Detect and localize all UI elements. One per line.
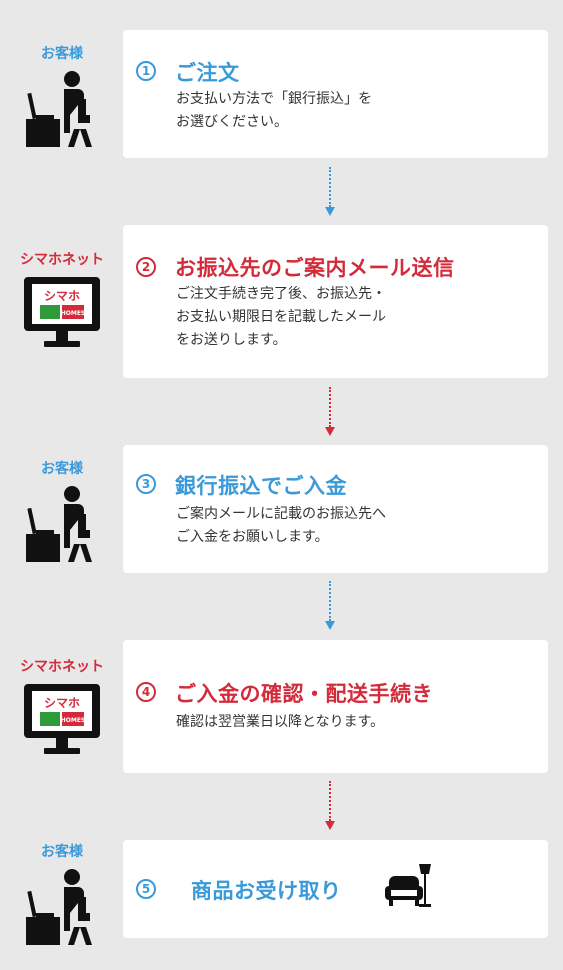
actor-label: シマホネット bbox=[20, 659, 104, 675]
step-number-3: 3 bbox=[136, 474, 156, 494]
desc-line: 確認は翌営業日以降となります。 bbox=[176, 714, 385, 730]
monitor-icon: シマホ HOMES bbox=[24, 277, 100, 347]
armchair-lamp-icon bbox=[385, 864, 431, 907]
step-desc-3: ご案内メールに記載のお振込先へ ご入金をお願いします。 bbox=[176, 503, 386, 549]
desc-line: お支払い期限日を記載したメール bbox=[176, 309, 386, 325]
step-card-3: 3 銀行振込でご入金 ご案内メールに記載のお振込先へ ご入金をお願いします。 bbox=[123, 445, 548, 573]
actor-customer-3: お客様 bbox=[0, 458, 124, 562]
monitor-logo-text: シマホ bbox=[44, 696, 80, 710]
actor-customer-1: お客様 bbox=[0, 43, 124, 147]
step-desc-1: お支払い方法で「銀行振込」を お選びください。 bbox=[176, 88, 372, 134]
step-card-2: 2 お振込先のご案内メール送信 ご注文手続き完了後、お振込先・ お支払い期限日を… bbox=[123, 225, 548, 378]
desc-line: お選びください。 bbox=[176, 114, 288, 130]
step-title-2: お振込先のご案内メール送信 bbox=[175, 256, 455, 280]
actor-shop-4: シマホネット シマホ HOMES bbox=[0, 656, 124, 758]
step-number-1: 1 bbox=[136, 61, 156, 81]
step-title-1: ご注文 bbox=[175, 61, 240, 85]
step-title-4: ご入金の確認・配送手続き bbox=[175, 682, 433, 706]
desc-line: ご案内メールに記載のお振込先へ bbox=[176, 506, 386, 522]
person-at-desk-icon bbox=[26, 869, 92, 945]
step-number-4: 4 bbox=[136, 682, 156, 702]
desc-line: ご注文手続き完了後、お振込先・ bbox=[176, 286, 386, 302]
monitor-icon: シマホ HOMES bbox=[24, 684, 100, 754]
monitor-logo-text: シマホ bbox=[44, 289, 80, 303]
flow-arrow-1 bbox=[324, 167, 336, 216]
step-card-1: 1 ご注文 お支払い方法で「銀行振込」を お選びください。 bbox=[123, 30, 548, 158]
step-card-5: 5 商品お受け取り bbox=[123, 840, 548, 938]
actor-customer-5: お客様 bbox=[0, 841, 124, 945]
flow-arrow-4 bbox=[324, 781, 336, 830]
desc-line: をお送りします。 bbox=[176, 332, 287, 348]
person-at-desk-icon bbox=[26, 486, 92, 562]
desc-line: ご入金をお願いします。 bbox=[176, 529, 329, 545]
step-desc-4: 確認は翌営業日以降となります。 bbox=[176, 711, 384, 734]
actor-label: お客様 bbox=[41, 844, 83, 860]
flow-arrow-3 bbox=[324, 581, 336, 630]
flow-arrow-2 bbox=[324, 387, 336, 436]
actor-shop-2: シマホネット シマホ HOMES bbox=[0, 249, 124, 351]
step-card-4: 4 ご入金の確認・配送手続き 確認は翌営業日以降となります。 bbox=[123, 640, 548, 773]
actor-label: シマホネット bbox=[20, 252, 104, 268]
monitor-badge-text: HOMES bbox=[61, 310, 86, 317]
step-desc-2: ご注文手続き完了後、お振込先・ お支払い期限日を記載したメール をお送りします。 bbox=[176, 283, 386, 352]
step-title-3: 銀行振込でご入金 bbox=[175, 474, 347, 498]
step-title-5: 商品お受け取り bbox=[191, 879, 342, 903]
step-number-2: 2 bbox=[136, 257, 156, 277]
step-number-5: 5 bbox=[136, 879, 156, 899]
actor-label: お客様 bbox=[41, 46, 83, 62]
desc-line: お支払い方法で「銀行振込」を bbox=[176, 91, 372, 107]
person-at-desk-icon bbox=[26, 71, 92, 147]
actor-label: お客様 bbox=[41, 461, 83, 477]
monitor-badge-text: HOMES bbox=[61, 717, 86, 724]
